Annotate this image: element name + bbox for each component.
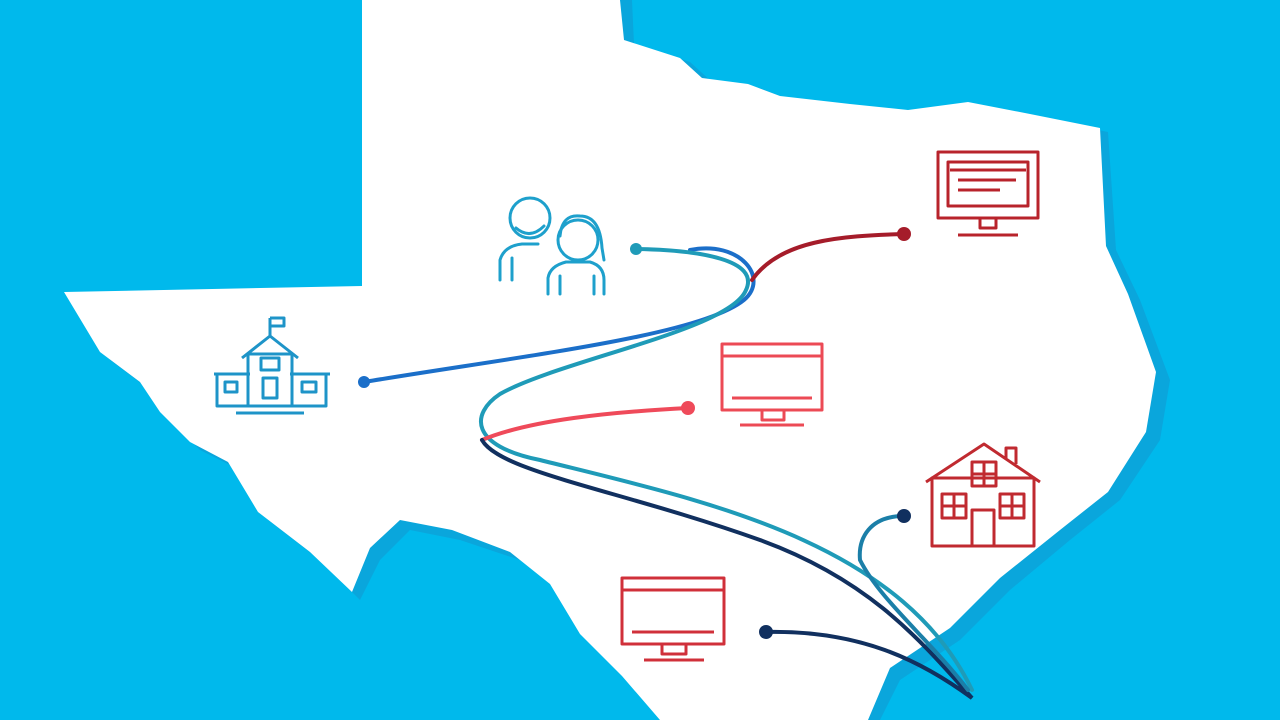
texas-shape [64,0,1156,720]
family-line-dot [630,243,642,255]
top-monitor-line [750,232,906,282]
house-icon [925,442,1041,548]
top-monitor-line-dot [897,227,911,241]
family-line [479,247,974,692]
line-endpoints [358,227,911,639]
bottom-monitor-line-dot [759,625,773,639]
connection-lines [362,232,974,700]
mid-monitor-line-dot [681,401,695,415]
bottom-monitor-line [480,438,974,700]
desktop-monitor-icon [936,150,1040,237]
school-building-icon [214,316,330,415]
desktop-monitor-icon [620,576,726,662]
parent-child-icon [498,196,606,296]
mid-monitor-line [480,406,690,442]
school-line-dot [358,376,370,388]
desktop-monitor-icon [720,342,824,427]
house-line-dot [897,509,911,523]
house-line [857,514,970,692]
